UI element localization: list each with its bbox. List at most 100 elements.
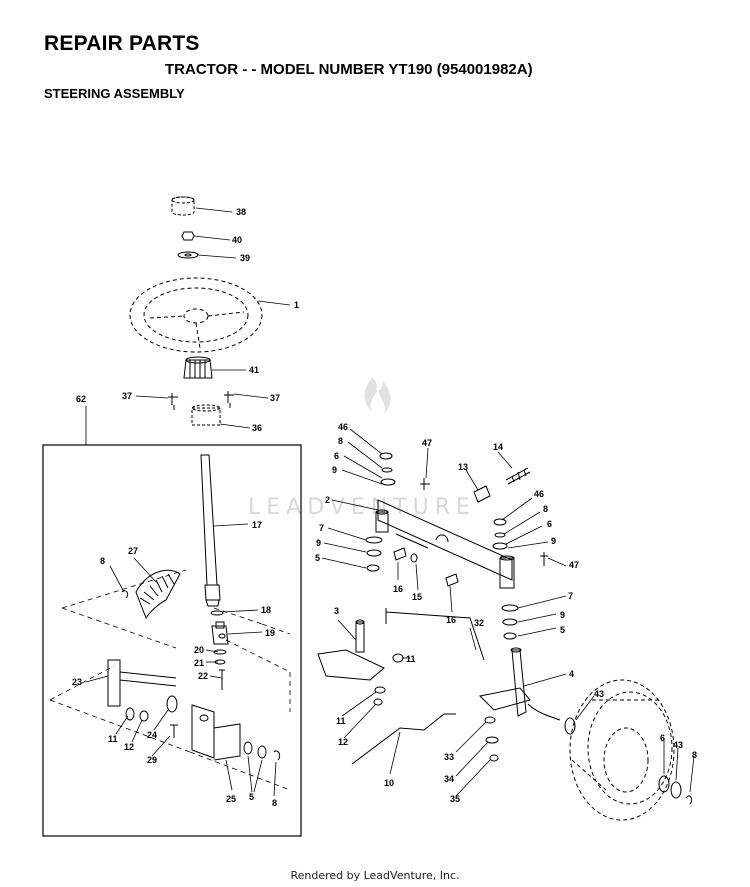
label-9-d: 9	[560, 610, 565, 620]
watermark-text: LEADVENTURE	[248, 495, 476, 520]
part-number-labels: 38 40 39 1 41 37 37 36 62 17 8 27 18 19 …	[72, 207, 697, 808]
part-25-bracket	[191, 704, 241, 761]
label-43-a: 43	[594, 689, 604, 699]
part-8-clip-upper	[121, 590, 129, 599]
part-41-adapter	[183, 356, 213, 379]
label-23: 23	[72, 677, 82, 687]
label-29: 29	[147, 755, 157, 765]
label-38: 38	[236, 207, 246, 217]
label-4: 4	[569, 669, 574, 679]
part-11-washer-b	[392, 653, 404, 663]
label-9-a: 9	[332, 465, 337, 475]
part-33-washer	[484, 716, 496, 724]
label-5-c: 5	[560, 625, 565, 635]
part-18-washer	[210, 610, 224, 616]
label-14: 14	[493, 442, 503, 452]
label-46-a: 46	[338, 422, 348, 432]
part-34-washer	[485, 736, 499, 744]
part-19-pinion	[211, 621, 229, 645]
part-16-bushing	[393, 547, 407, 561]
label-47-a: 47	[422, 438, 432, 448]
label-27: 27	[128, 546, 138, 556]
part-4-spindle	[478, 647, 561, 721]
part-17-steering-shaft	[200, 454, 221, 607]
part-14-bolt	[505, 467, 531, 485]
label-8-d: 8	[543, 504, 548, 514]
part-13-bushing	[473, 485, 491, 503]
label-8-b: 8	[272, 798, 277, 808]
footer-credit: Rendered by LeadVenture, Inc.	[290, 869, 460, 882]
part-15-nut	[410, 553, 418, 563]
label-47-b: 47	[569, 560, 579, 570]
part-8-clip-b	[685, 795, 693, 805]
label-6-b: 6	[547, 519, 552, 529]
part-8-clip	[273, 750, 281, 761]
label-20: 20	[194, 645, 204, 655]
part-9-washer-c	[492, 542, 508, 550]
part-9-washer	[380, 478, 396, 486]
part-46-cap-b	[493, 518, 507, 526]
label-21: 21	[194, 658, 204, 668]
part-37-bolt-right	[224, 391, 234, 408]
label-39: 39	[240, 253, 250, 263]
label-24: 24	[147, 730, 157, 740]
part-6-washer	[381, 467, 393, 473]
part-22-bolt	[219, 669, 225, 690]
label-6-c: 6	[660, 733, 665, 743]
label-10: 10	[384, 778, 394, 788]
label-17: 17	[252, 520, 262, 530]
part-11-washer	[125, 707, 135, 721]
label-7-a: 7	[319, 523, 324, 533]
part-10-tie-rod	[351, 713, 456, 765]
part-47-bolt-b	[540, 552, 548, 566]
label-5-b: 5	[315, 553, 320, 563]
label-2: 2	[325, 495, 330, 505]
part-12-nut-b	[373, 698, 383, 706]
part-32-drag-link	[385, 608, 485, 661]
label-8-e: 8	[692, 750, 697, 760]
label-12-b: 12	[338, 737, 348, 747]
part-3-spindle	[317, 619, 385, 681]
part-38-cap	[171, 196, 195, 216]
part-5-washer-b	[257, 745, 267, 759]
label-12-a: 12	[124, 742, 134, 752]
part-40-nut	[181, 231, 195, 241]
part-6-washer-c	[658, 775, 670, 793]
label-43-b: 43	[673, 740, 683, 750]
label-40: 40	[232, 235, 242, 245]
part-47-bolt	[420, 478, 430, 490]
part-6-washer-b	[494, 532, 506, 538]
label-11-a: 11	[108, 734, 118, 744]
leadventure-watermark: LEADVENTURE	[248, 378, 476, 520]
part-46-cap	[379, 452, 393, 460]
part-7-washer-b	[501, 604, 519, 612]
label-11-b: 11	[406, 654, 416, 664]
part-43-washer	[564, 717, 576, 735]
part-wheel	[569, 679, 675, 821]
page-title: REPAIR PARTS	[44, 32, 200, 55]
part-39-washer	[177, 251, 199, 259]
label-3: 3	[334, 606, 339, 616]
label-19: 19	[265, 628, 275, 638]
label-62: 62	[76, 394, 86, 404]
part-24-bushing	[166, 695, 178, 713]
part-2-front-axle	[375, 499, 515, 589]
label-35: 35	[450, 794, 460, 804]
part-1-steering-wheel	[129, 277, 263, 353]
part-23-bracket	[107, 659, 177, 707]
label-36: 36	[252, 423, 262, 433]
part-43-washer-b	[670, 781, 682, 799]
part-20-washer	[213, 649, 227, 655]
part-7-washer	[365, 536, 383, 544]
part-27-sector-gear	[135, 569, 181, 620]
part-12-nut	[139, 710, 149, 722]
part-5-washer-c	[366, 564, 380, 572]
label-15: 15	[412, 592, 422, 602]
assembly-guide-lines	[49, 569, 291, 791]
label-9-c: 9	[551, 536, 556, 546]
part-9-washer-d	[502, 618, 518, 626]
part-11-washer-c	[374, 686, 386, 694]
part-36-bushing	[191, 404, 221, 426]
label-7-b: 7	[568, 591, 573, 601]
